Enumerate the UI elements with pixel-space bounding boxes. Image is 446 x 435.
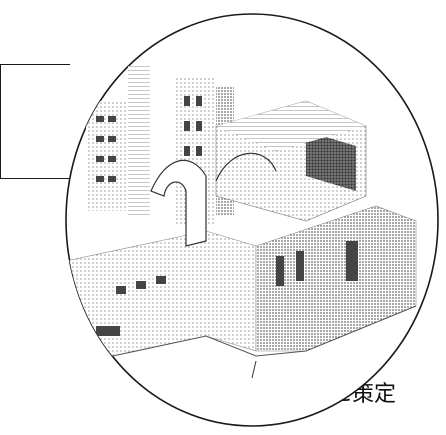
callout-line-top (0, 64, 70, 65)
callout-line-bottom (0, 178, 78, 179)
plaza-marker (251, 360, 257, 379)
walkway-curve (150, 159, 207, 247)
building-complex-illustration (56, 6, 446, 431)
upper-right-dark-face (306, 131, 356, 191)
upper-right-roof (216, 101, 366, 151)
callout-line-vertical (0, 64, 1, 178)
walkway-curve-2 (215, 152, 277, 182)
plaza-edge (66, 305, 417, 367)
tower-left-2 (128, 66, 150, 216)
tower-left (86, 101, 126, 211)
